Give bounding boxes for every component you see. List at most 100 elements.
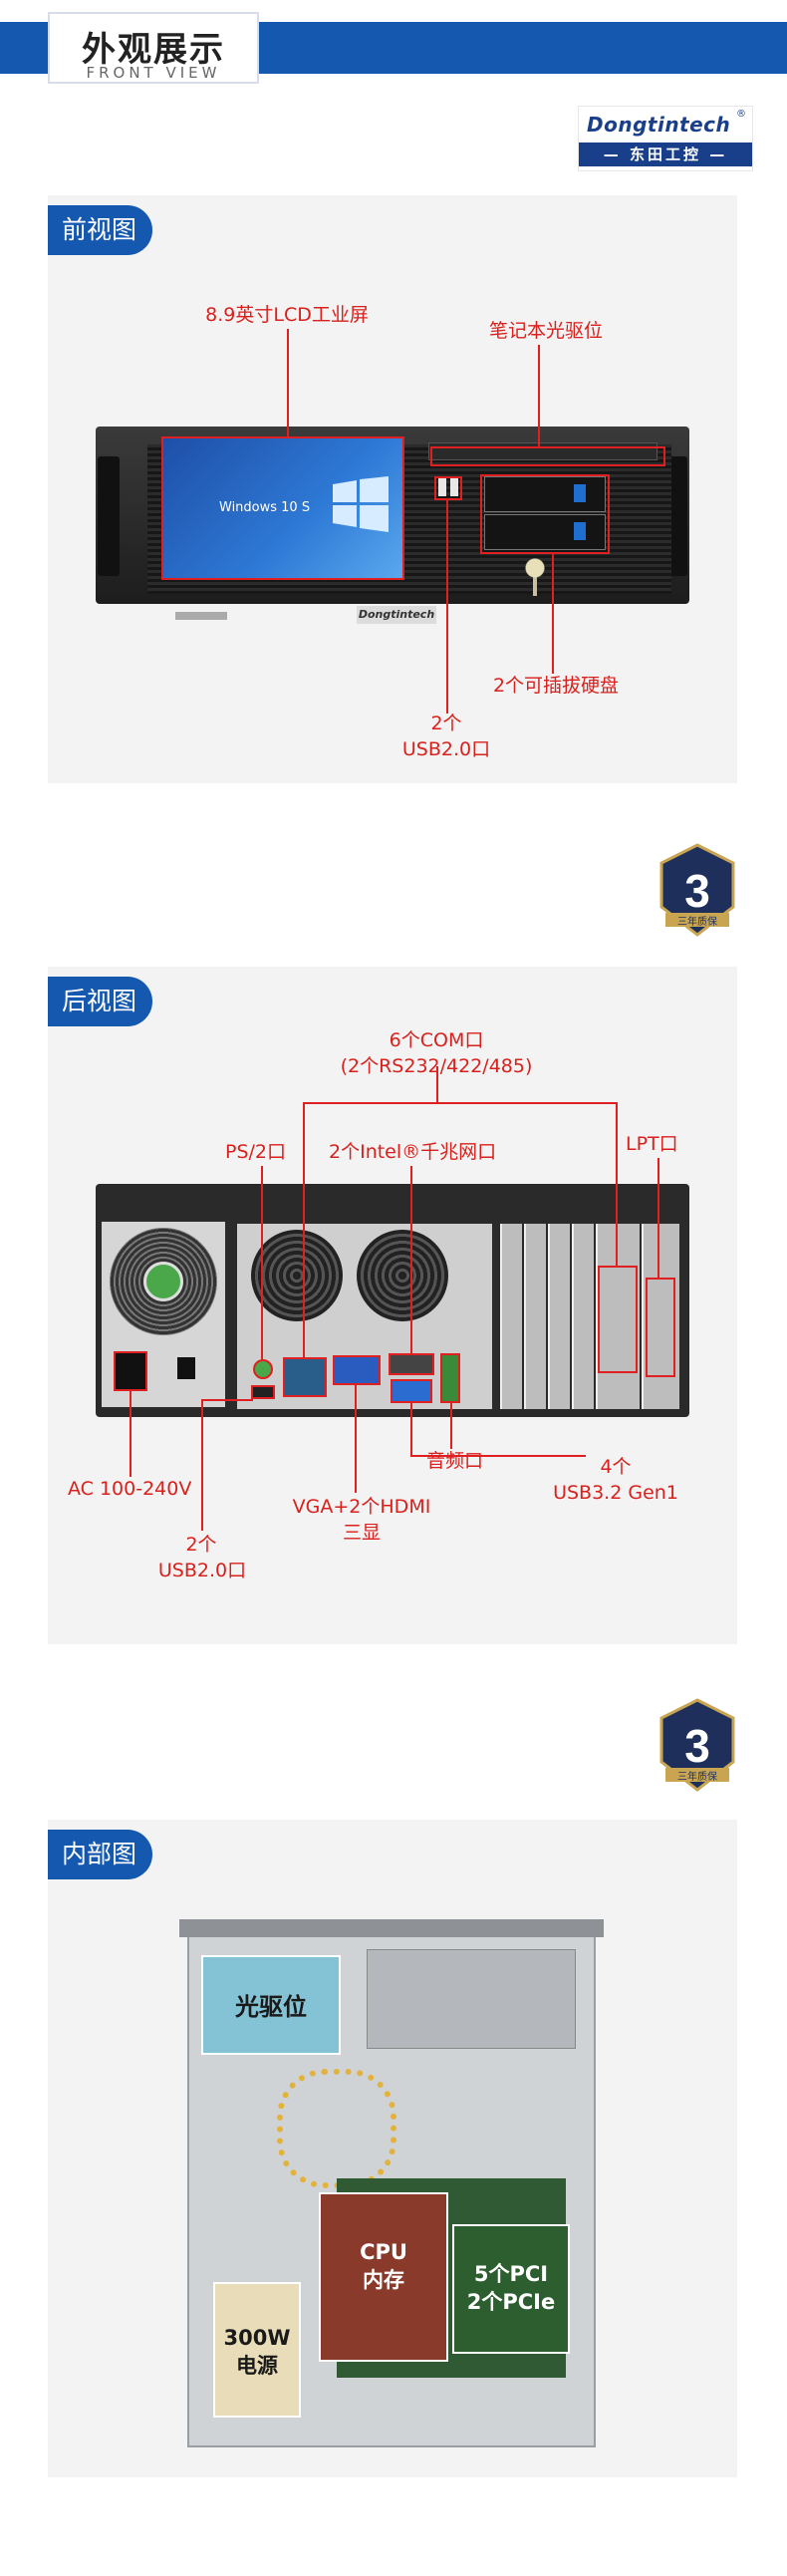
hdd-callout-line bbox=[552, 554, 554, 674]
ps2-callout-line bbox=[261, 1166, 263, 1359]
usb3-label-1: 4个 bbox=[600, 1456, 632, 1478]
left-handle bbox=[98, 456, 120, 576]
vga-callout-line bbox=[355, 1385, 357, 1493]
front-view-panel: 前视图 8.9英寸LCD工业屏 笔记本光驱位 2个可插拔硬盘 2个 USB2.0… bbox=[48, 195, 737, 783]
internal-view-panel: 内部图 光驱位 CPU 内存 5个PCI 2个PCIe 300W 电源 bbox=[48, 1820, 737, 2477]
audio-callout-line bbox=[450, 1403, 452, 1449]
pci-label-2: 2个PCIe bbox=[466, 2290, 556, 2314]
ac-inlet-icon bbox=[114, 1351, 147, 1391]
com-callout-top bbox=[303, 1102, 618, 1104]
usb2-callout-hline bbox=[201, 1399, 253, 1401]
lan-ports-icon bbox=[389, 1353, 434, 1375]
header-box: 外观展示 FRONT VIEW bbox=[48, 12, 259, 84]
lcd-label: 8.9英寸LCD工业屏 bbox=[205, 304, 369, 326]
lcd-callout-line bbox=[287, 329, 289, 438]
brand-logo: Dongtintech ® — 东田工控 — bbox=[578, 106, 753, 171]
rear-fan-1-icon bbox=[251, 1230, 343, 1321]
com-bracket bbox=[596, 1224, 640, 1409]
odd-callout-line bbox=[538, 345, 540, 446]
usb2-label-2: USB2.0口 bbox=[157, 1560, 247, 1581]
psu-fan-hub bbox=[143, 1262, 183, 1301]
usb-callout-line bbox=[446, 500, 448, 714]
lock-key-icon bbox=[522, 556, 548, 596]
cable-bundle bbox=[277, 2069, 396, 2188]
cpu-area: CPU 内存 bbox=[319, 2192, 448, 2362]
odd-area: 光驱位 bbox=[201, 1955, 341, 2055]
com-label-1: 6个COM口 bbox=[389, 1029, 484, 1051]
front-usb-port-2 bbox=[450, 478, 458, 496]
expansion-slot-3 bbox=[548, 1224, 570, 1409]
usb2-callout-vline bbox=[201, 1399, 203, 1531]
warranty-badge-2-text: 三年质保 bbox=[677, 1772, 717, 1783]
lpt-callout-box bbox=[646, 1278, 675, 1377]
pci-label-1: 5个PCI bbox=[473, 2262, 549, 2286]
lcd-callout-box bbox=[161, 436, 404, 580]
hdd-label: 2个可插拔硬盘 bbox=[492, 675, 620, 697]
internal-view-tag: 内部图 bbox=[48, 1830, 153, 1879]
ps2-label: PS/2口 bbox=[225, 1141, 287, 1163]
lcd-screen: Windows 10 S bbox=[163, 438, 402, 578]
lpt-bracket bbox=[642, 1224, 679, 1409]
usb3-label-2: USB3.2 Gen1 bbox=[553, 1482, 678, 1504]
lan-callout-line bbox=[410, 1166, 412, 1353]
hdd-callout-box bbox=[480, 474, 610, 554]
svg-text:3: 3 bbox=[684, 1720, 710, 1772]
audio-ports-icon bbox=[440, 1353, 460, 1403]
hdd-latch-2 bbox=[574, 522, 586, 540]
warranty-badge-1: 3 bbox=[659, 843, 735, 937]
odd-callout-box bbox=[430, 446, 665, 466]
psu-label-2: 电源 bbox=[236, 2354, 278, 2378]
cpu-label-2: 内存 bbox=[363, 2268, 404, 2292]
front-view-tag: 前视图 bbox=[48, 205, 153, 255]
ps2-port-icon bbox=[253, 1359, 273, 1379]
rear-view-tag: 后视图 bbox=[48, 977, 153, 1026]
logo-registered: ® bbox=[736, 109, 746, 120]
vga-port-icon bbox=[333, 1355, 381, 1385]
rack-ear-bar bbox=[179, 1919, 604, 1937]
logo-brand: Dongtintech bbox=[587, 113, 731, 137]
power-switch-icon bbox=[177, 1357, 195, 1379]
ac-callout-line bbox=[130, 1391, 131, 1477]
usb-front-label-1: 2个 bbox=[430, 713, 462, 734]
usb3-callout-vline bbox=[410, 1403, 412, 1457]
psu-label-1: 300W bbox=[223, 2326, 291, 2350]
power-strip bbox=[175, 612, 227, 620]
expansion-slot-4 bbox=[572, 1224, 594, 1409]
front-plate: Dongtintech bbox=[357, 606, 436, 624]
odd-label: 笔记本光驱位 bbox=[488, 320, 603, 342]
vga-label-1: VGA+2个HDMI bbox=[292, 1496, 431, 1518]
com-callout-box bbox=[598, 1266, 638, 1373]
com-callout-stem bbox=[436, 1066, 438, 1102]
hdd-latch-1 bbox=[574, 484, 586, 502]
expansion-slot-2 bbox=[524, 1224, 546, 1409]
ac-label: AC 100-240V bbox=[68, 1478, 192, 1500]
usb2-label-1: 2个 bbox=[185, 1534, 217, 1556]
front-usb-port-1 bbox=[438, 478, 446, 496]
logo-chinese-text: 东田工控 bbox=[629, 145, 701, 163]
drive-cage bbox=[367, 1949, 576, 2049]
vga-label-2: 三显 bbox=[342, 1522, 381, 1544]
lan-label: 2个Intel®千兆网口 bbox=[329, 1141, 497, 1163]
usb-front-label-2: USB2.0口 bbox=[401, 738, 491, 760]
usb3-ports-icon bbox=[391, 1379, 432, 1403]
cpu-label-1: CPU bbox=[360, 2240, 407, 2264]
header-subtitle: FRONT VIEW bbox=[86, 64, 221, 82]
warranty-badge-1-text: 三年质保 bbox=[677, 917, 717, 928]
rear-view-panel: 后视图 6个COM口 (2个RS232/422/485) PS/2口 2个Int… bbox=[48, 967, 737, 1644]
logo-chinese: — 东田工控 — bbox=[579, 143, 752, 166]
warranty-badge-2: 3 bbox=[659, 1698, 735, 1792]
windows-text: Windows 10 S bbox=[219, 500, 311, 515]
usb2-rear-port-icon bbox=[251, 1385, 275, 1399]
com-port-stack-icon bbox=[283, 1357, 327, 1397]
lpt-callout-line bbox=[657, 1158, 659, 1278]
usb-callout-box bbox=[434, 476, 462, 500]
header-title: 外观展示 bbox=[82, 30, 225, 70]
usb3-callout-hline bbox=[410, 1455, 586, 1457]
windows-logo-icon bbox=[333, 476, 389, 532]
pci-area: 5个PCI 2个PCIe bbox=[452, 2224, 570, 2354]
com-callout-left bbox=[303, 1102, 305, 1357]
audio-label: 音频口 bbox=[426, 1450, 484, 1472]
expansion-slot-1 bbox=[500, 1224, 522, 1409]
svg-text:3: 3 bbox=[684, 865, 710, 917]
